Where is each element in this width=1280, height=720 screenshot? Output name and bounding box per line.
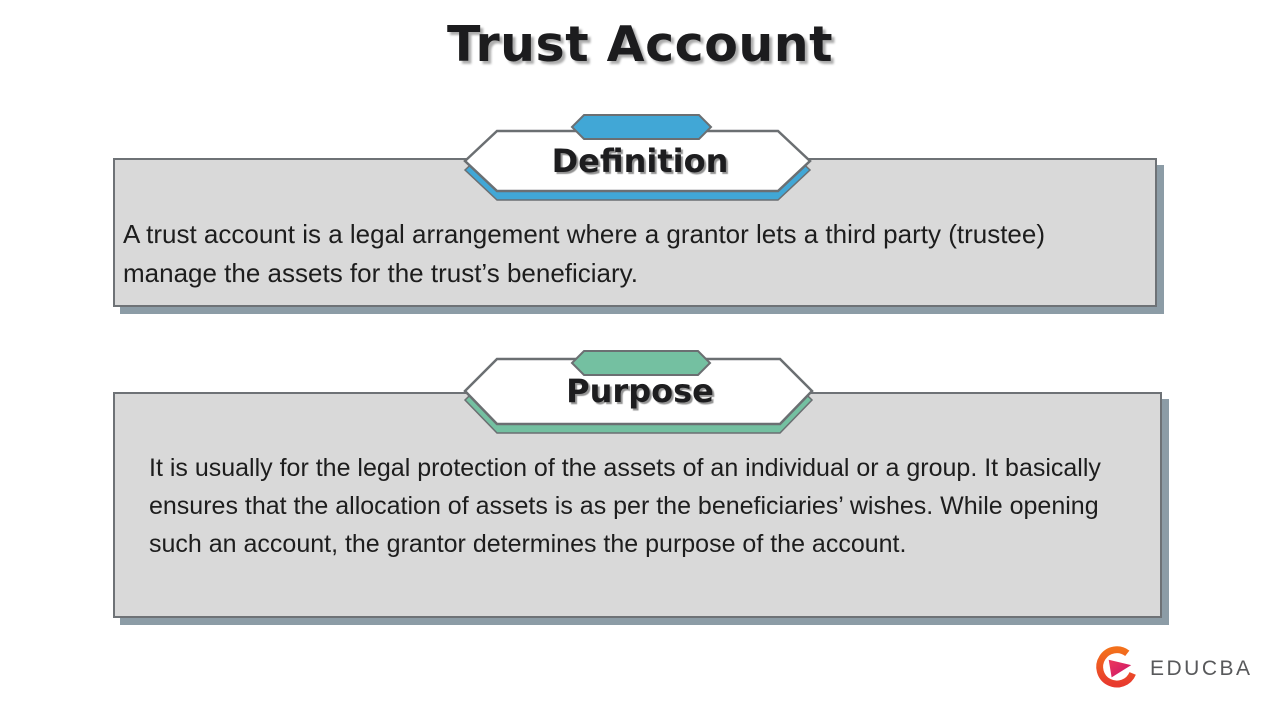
purpose-badge-shape (463, 350, 814, 434)
educba-logo-icon (1096, 646, 1136, 688)
purpose-badge-tab (570, 350, 712, 376)
page-title: Trust Account (446, 16, 834, 73)
definition-badge-main-hexagon (463, 129, 812, 193)
educba-play-triangle (1108, 659, 1132, 678)
definition-badge-label: Definition (551, 142, 729, 180)
educba-swoosh (1096, 646, 1136, 688)
definition-body-text: A trust account is a legal arrangement w… (123, 219, 1046, 288)
purpose-body-text: It is usually for the legal protection o… (149, 454, 1101, 558)
educba-logo: EDUCBA (1094, 645, 1253, 692)
purpose-badge-main-hexagon (463, 357, 814, 426)
definition-badge-tab (570, 114, 713, 140)
definition-badge-shape (463, 114, 812, 201)
purpose-badge-label: Purpose (566, 372, 714, 410)
educba-logo-text: EDUCBA (1150, 656, 1253, 680)
